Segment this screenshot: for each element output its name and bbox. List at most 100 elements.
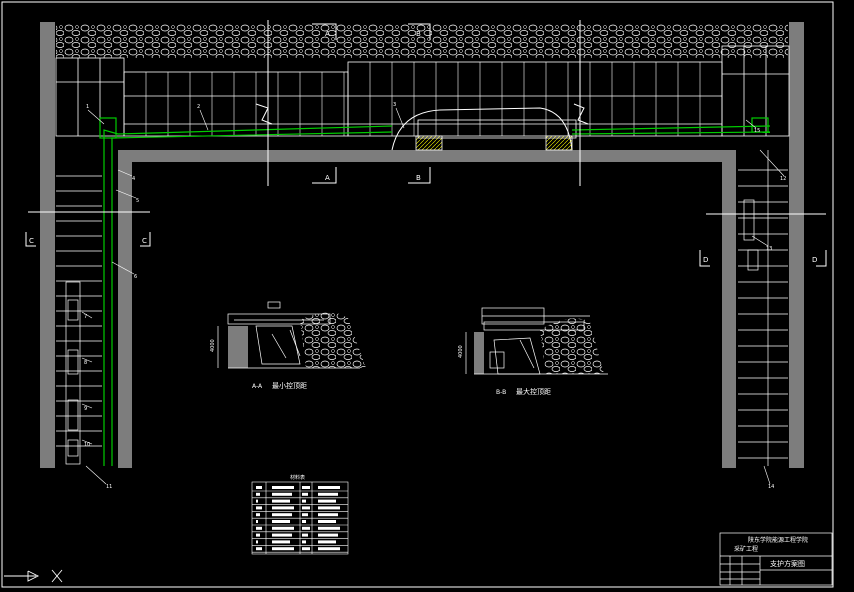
shearer [391,107,573,151]
table-cell-mark [302,499,306,503]
ucs-icon [4,569,63,583]
table-cell-mark [318,547,340,551]
table-cell-mark [256,492,260,496]
leader-label-15: 15 [754,128,760,134]
marker-c-right: C [142,237,147,245]
leader-label-8: 8 [84,360,87,366]
support-grid [55,45,790,137]
shearer-body-right [545,135,573,151]
marker-a-top: A [325,30,330,38]
title-block-major: 采矿工程 [734,545,758,553]
material-table-cells [256,486,340,551]
right-wall [789,22,804,468]
table-cell-mark [272,513,292,517]
leader-label-14: 14 [768,484,774,490]
table-cell-mark [318,520,336,523]
table-cell-mark [256,547,262,551]
marker-b-bottom: B [416,174,421,182]
left-roadway-bolts [56,175,102,447]
right-wall-inner [722,150,736,468]
table-cell-mark [318,492,338,496]
table-cell-mark [318,499,336,503]
left-roadway-equipment [65,281,81,465]
left-wall [40,22,55,468]
leader-label-11: 11 [106,484,112,490]
table-cell-mark [302,513,308,517]
table-cell-mark [256,520,258,523]
section-bb-drawing [465,307,608,375]
title-block-school: 陕东学院能源工程学院 [748,536,808,544]
leader-label-13: 13 [766,246,772,252]
section-aa-height: 4000 [210,339,216,352]
table-cell-mark [272,492,292,496]
table-cell-mark [318,540,336,544]
table-cell-mark [256,486,262,489]
face-wall [118,150,736,162]
marker-c-left: C [29,237,34,245]
title-block [719,532,833,586]
rock-band [56,24,788,58]
material-table [251,481,349,555]
table-cell-mark [318,506,340,510]
table-cell-mark [272,486,294,489]
marker-d-right: D [812,256,817,264]
section-bb-label: B-B [496,389,506,396]
leader-label-3: 3 [393,102,396,108]
table-cell-mark [272,526,294,530]
table-cell-mark [272,547,294,551]
support-columns [145,62,701,136]
table-cell-mark [302,486,310,489]
table-cell-mark [256,506,262,510]
title-block-drawing-title: 支护方案图 [770,559,805,568]
leader-lines [81,107,785,485]
drawing-frame [1,1,834,588]
shearer-frame [417,119,577,139]
conveyor-track [99,117,771,466]
leader-label-10: 10 [84,442,90,448]
marker-b-top: B [416,30,421,38]
table-cell-mark [318,533,338,537]
leader-label-4: 4 [132,176,135,182]
section-aa-caption: 最小控顶距 [272,381,307,390]
table-cell-mark [318,513,338,517]
leader-label-9: 9 [84,406,87,412]
section-bb-rock [540,318,604,374]
table-cell-mark [272,540,290,544]
table-cell-mark [256,513,260,517]
table-cell-mark [302,547,310,551]
table-cell-mark [272,533,292,537]
table-cell-mark [318,526,340,530]
leader-label-7: 7 [84,314,87,320]
section-aa-drawing [217,301,360,369]
right-roadway-bolts [738,169,788,459]
table-cell-mark [302,533,308,537]
shearer-body-left [415,135,443,151]
section-aa-rock [300,312,366,368]
table-cell-mark [302,492,308,496]
table-cell-mark [272,520,290,523]
table-cell-mark [302,520,306,523]
section-bb-caption: 最大控顶距 [516,387,551,396]
table-cell-mark [302,526,310,530]
material-table-title: 材料表 [290,474,305,481]
section-cut-lines [25,20,827,267]
marker-a-bottom: A [325,174,330,182]
leader-label-6: 6 [134,274,137,280]
table-cell-mark [256,526,262,530]
table-cell-mark [256,499,258,503]
leader-labels: 1 2 3 4 5 6 7 8 9 10 11 12 13 14 15 [84,102,786,490]
left-wall-inner [118,150,132,468]
leader-label-1: 1 [86,104,89,110]
table-cell-mark [256,540,258,544]
marker-d-left: D [703,256,708,264]
table-cell-mark [256,533,260,537]
section-aa-label: A-A [252,383,263,390]
table-cell-mark [318,486,340,489]
table-cell-mark [302,540,306,544]
leader-label-2: 2 [197,104,200,110]
table-cell-mark [272,506,294,510]
leader-label-12: 12 [780,176,786,182]
right-roadway-equipment [743,150,769,466]
leader-label-5: 5 [136,198,139,204]
